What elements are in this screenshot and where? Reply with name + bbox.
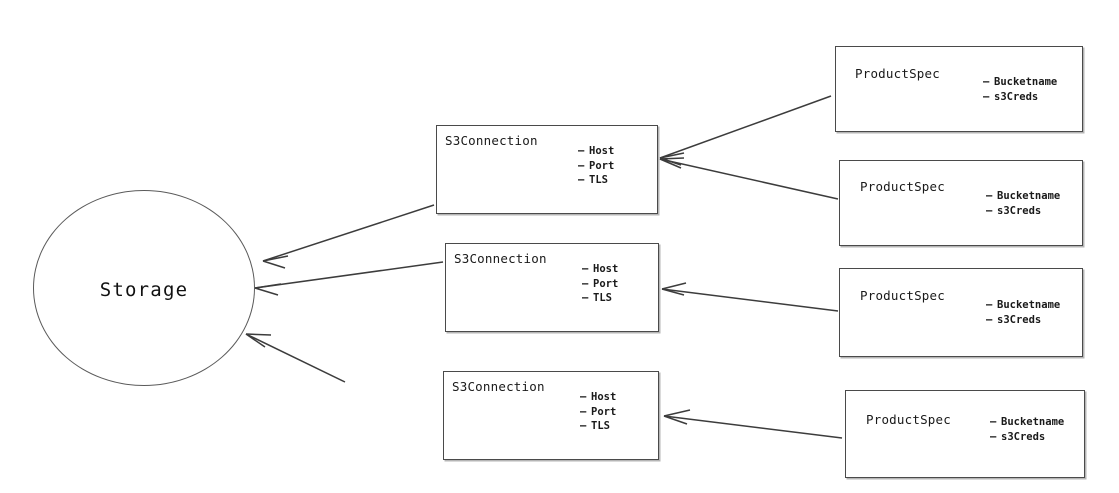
attribute-label: Host bbox=[593, 263, 619, 275]
arrow-productspec3-to-s3connection2 bbox=[661, 282, 839, 312]
attribute-label: s3Creds bbox=[997, 204, 1042, 217]
node-s3connection-3-attributes: –Host –Port –TLS bbox=[580, 390, 616, 434]
node-productspec-2-attributes: –Bucketname –s3Creds bbox=[986, 189, 1060, 218]
dash-icon: – bbox=[580, 420, 587, 432]
attribute-label: Bucketname bbox=[1001, 416, 1065, 428]
attribute-row: –s3Creds bbox=[990, 430, 1064, 445]
attribute-row: –Bucketname bbox=[990, 415, 1064, 430]
attribute-row: –s3Creds bbox=[986, 313, 1060, 328]
attribute-row: –Bucketname bbox=[986, 298, 1060, 313]
attribute-row: –Port bbox=[578, 159, 614, 174]
node-s3connection-2-title: S3Connection bbox=[454, 251, 547, 266]
dash-icon: – bbox=[578, 174, 585, 186]
arrow-s3connection1-to-storage bbox=[262, 204, 435, 269]
node-productspec-4-title: ProductSpec bbox=[866, 412, 951, 427]
node-productspec-1-title: ProductSpec bbox=[855, 66, 940, 81]
dash-icon: – bbox=[582, 263, 589, 275]
node-s3connection-1-title: S3Connection bbox=[445, 133, 538, 148]
node-productspec-4[interactable] bbox=[845, 390, 1085, 478]
node-s3connection-1-attributes: –Host –Port –TLS bbox=[578, 144, 614, 188]
dash-icon: – bbox=[986, 313, 993, 326]
arrow-s3connection3-to-storage bbox=[245, 333, 346, 383]
node-s3connection-1[interactable] bbox=[436, 125, 658, 214]
arrow-productspec2-to-s3connection1 bbox=[659, 157, 839, 200]
dash-icon: – bbox=[983, 90, 990, 103]
dash-icon: – bbox=[578, 159, 585, 172]
attribute-row: –Host bbox=[582, 262, 618, 277]
arrow-productspec4-to-s3connection3 bbox=[663, 409, 843, 439]
arrow-s3connection2-to-storage bbox=[254, 261, 444, 296]
attribute-row: –Host bbox=[578, 144, 614, 159]
dash-icon: – bbox=[990, 416, 997, 428]
attribute-label: Host bbox=[591, 391, 617, 403]
attribute-row: –TLS bbox=[582, 291, 618, 306]
dash-icon: – bbox=[582, 277, 589, 290]
attribute-row: –TLS bbox=[580, 419, 616, 434]
attribute-label: s3Creds bbox=[994, 90, 1039, 103]
node-productspec-1-attributes: –Bucketname –s3Creds bbox=[983, 75, 1057, 104]
node-productspec-1[interactable] bbox=[835, 46, 1083, 132]
attribute-label: Port bbox=[591, 405, 617, 418]
dash-icon: – bbox=[983, 76, 990, 88]
attribute-label: s3Creds bbox=[997, 313, 1042, 326]
attribute-label: Host bbox=[589, 145, 615, 157]
node-productspec-3[interactable] bbox=[839, 268, 1083, 357]
attribute-row: –Host bbox=[580, 390, 616, 405]
node-productspec-4-attributes: –Bucketname –s3Creds bbox=[990, 415, 1064, 444]
dash-icon: – bbox=[990, 430, 997, 443]
node-productspec-3-attributes: –Bucketname –s3Creds bbox=[986, 298, 1060, 327]
arrow-productspec1-to-s3connection1 bbox=[659, 95, 832, 166]
dash-icon: – bbox=[580, 391, 587, 403]
node-productspec-2-title: ProductSpec bbox=[860, 179, 945, 194]
node-storage-label: Storage bbox=[99, 279, 189, 301]
node-productspec-3-title: ProductSpec bbox=[860, 288, 945, 303]
attribute-label: Port bbox=[589, 159, 615, 172]
attribute-row: –Bucketname bbox=[986, 189, 1060, 204]
node-s3connection-2[interactable] bbox=[445, 243, 659, 332]
attribute-row: –TLS bbox=[578, 173, 614, 188]
node-s3connection-3[interactable] bbox=[443, 371, 659, 460]
attribute-row: –Port bbox=[580, 405, 616, 420]
attribute-row: –Bucketname bbox=[983, 75, 1057, 90]
node-productspec-2[interactable] bbox=[839, 160, 1083, 246]
dash-icon: – bbox=[986, 299, 993, 311]
node-s3connection-3-title: S3Connection bbox=[452, 379, 545, 394]
dash-icon: – bbox=[986, 204, 993, 217]
attribute-label: TLS bbox=[589, 174, 608, 186]
attribute-row: –Port bbox=[582, 277, 618, 292]
attribute-row: –s3Creds bbox=[986, 204, 1060, 219]
attribute-label: s3Creds bbox=[1001, 430, 1046, 443]
node-storage[interactable] bbox=[33, 190, 255, 386]
attribute-row: –s3Creds bbox=[983, 90, 1057, 105]
attribute-label: Bucketname bbox=[997, 190, 1061, 202]
attribute-label: Bucketname bbox=[997, 299, 1061, 311]
attribute-label: TLS bbox=[591, 420, 610, 432]
attribute-label: Bucketname bbox=[994, 76, 1058, 88]
dash-icon: – bbox=[986, 190, 993, 202]
attribute-label: TLS bbox=[593, 292, 612, 304]
node-s3connection-2-attributes: –Host –Port –TLS bbox=[582, 262, 618, 306]
dash-icon: – bbox=[580, 405, 587, 418]
attribute-label: Port bbox=[593, 277, 619, 290]
dash-icon: – bbox=[578, 145, 585, 157]
dash-icon: – bbox=[582, 292, 589, 304]
